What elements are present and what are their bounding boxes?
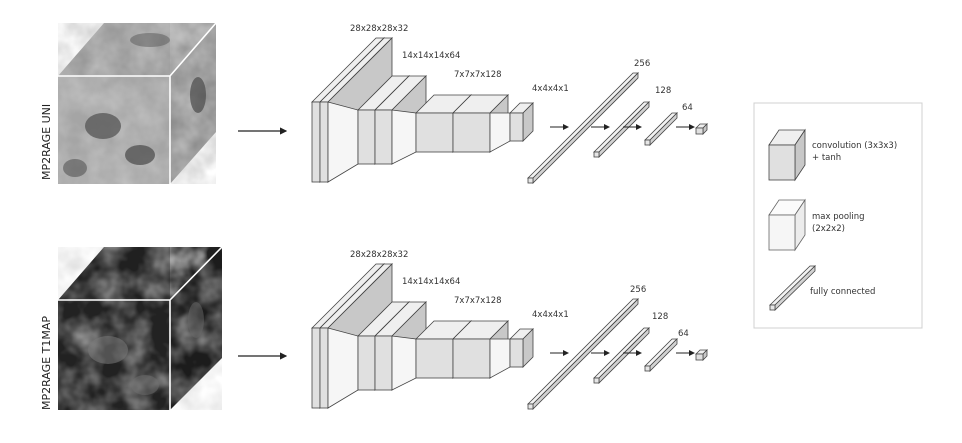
conv-block-2b-front (374, 109, 393, 165)
pooling-funnel-2 (391, 109, 417, 165)
fc-label-128: 128 (652, 312, 668, 322)
fc-layer-128 (593, 327, 650, 384)
input-cube-t1map (58, 246, 223, 410)
pooling-funnel-3 (489, 112, 511, 153)
row-t1map: MP2RAGE T1MAP 28x28x28x32 14x14x14x64 7x… (40, 246, 708, 410)
legend-conv-icon (768, 128, 806, 182)
legend-pool-label: max pooling (812, 212, 865, 222)
pooling-funnel-1 (327, 101, 359, 183)
fc-label-128: 128 (655, 86, 671, 96)
fc-label-256: 256 (630, 285, 646, 295)
fc-layer-64-side (649, 338, 678, 372)
fc-layer-64-end (644, 139, 651, 146)
layer-label-1: 28x28x28x32 (350, 24, 408, 34)
conv-block-2a-front (357, 109, 376, 165)
conv-block-4 (509, 328, 534, 368)
conv-block-3a-front (415, 112, 454, 153)
input-label-t1map: MP2RAGE T1MAP (40, 316, 53, 410)
layer-label-2: 14x14x14x64 (402, 51, 460, 61)
conv-block-4 (509, 102, 534, 142)
legend-conv-label: convolution (3x3x3) (812, 141, 897, 151)
fc-layer-256-end (527, 177, 534, 184)
layer-label-4: 4x4x4x1 (532, 310, 569, 320)
output-unit-front (695, 353, 704, 361)
legend-pool-label-2: (2x2x2) (812, 224, 845, 234)
conv-block-1a-front (311, 327, 321, 409)
input-label-uni: MP2RAGE UNI (40, 104, 53, 180)
output-unit-front (695, 127, 704, 135)
conv-block-1b-front (319, 101, 329, 183)
conv-block-2a-front (357, 335, 376, 391)
fc-layer-128-end (593, 377, 600, 384)
layer-label-3: 7x7x7x128 (454, 70, 502, 80)
pooling-funnel-2 (391, 335, 417, 391)
fc-layer-128-side (598, 327, 650, 384)
output-unit (695, 349, 708, 361)
conv-block-3b-front (452, 338, 491, 379)
fc-layer-64 (644, 112, 678, 146)
legend-pool-icon (768, 198, 806, 252)
fc-layer-64 (644, 338, 678, 372)
layer-label-3: 7x7x7x128 (454, 296, 502, 306)
conv-block-4-front (509, 112, 524, 142)
fc-layer-256 (527, 72, 639, 184)
conv-net (311, 263, 708, 410)
fc-layer-256-end (527, 403, 534, 410)
fc-layer-64-end (644, 365, 651, 372)
conv-block-2b-front (374, 335, 393, 391)
legend-fc-label: fully connected (810, 287, 875, 297)
legend: convolution (3x3x3) + tanh max pooling (… (753, 102, 923, 329)
legend-fc-icon (769, 265, 816, 311)
conv-block-3a-front (415, 338, 454, 379)
fc-label-256: 256 (634, 59, 650, 69)
pooling-funnel-1 (327, 327, 359, 409)
conv-net (311, 37, 708, 184)
legend-conv-label-2: + tanh (812, 153, 841, 163)
input-cube-uni (58, 22, 217, 184)
conv-block-1a-front (311, 101, 321, 183)
layer-label-1: 28x28x28x32 (350, 250, 408, 260)
layer-label-4: 4x4x4x1 (532, 84, 569, 94)
fc-layer-128-side (598, 101, 650, 158)
fc-layer-128 (593, 101, 650, 158)
fc-layer-64-side (649, 112, 678, 146)
fc-label-64: 64 (682, 103, 693, 113)
conv-block-4-front (509, 338, 524, 368)
fc-layer-256 (527, 298, 639, 410)
layer-label-2: 14x14x14x64 (402, 277, 460, 287)
fc-layer-64-top (644, 338, 678, 367)
fc-layer-128-end (593, 151, 600, 158)
output-unit (695, 123, 708, 135)
fc-label-64: 64 (678, 329, 689, 339)
fc-layer-64-top (644, 112, 678, 141)
conv-block-1b-front (319, 327, 329, 409)
conv-block-3b-front (452, 112, 491, 153)
row-uni: MP2RAGE UNI 28x28x28x32 14x14x14x64 7x7x… (40, 22, 708, 184)
pooling-funnel-3 (489, 338, 511, 379)
